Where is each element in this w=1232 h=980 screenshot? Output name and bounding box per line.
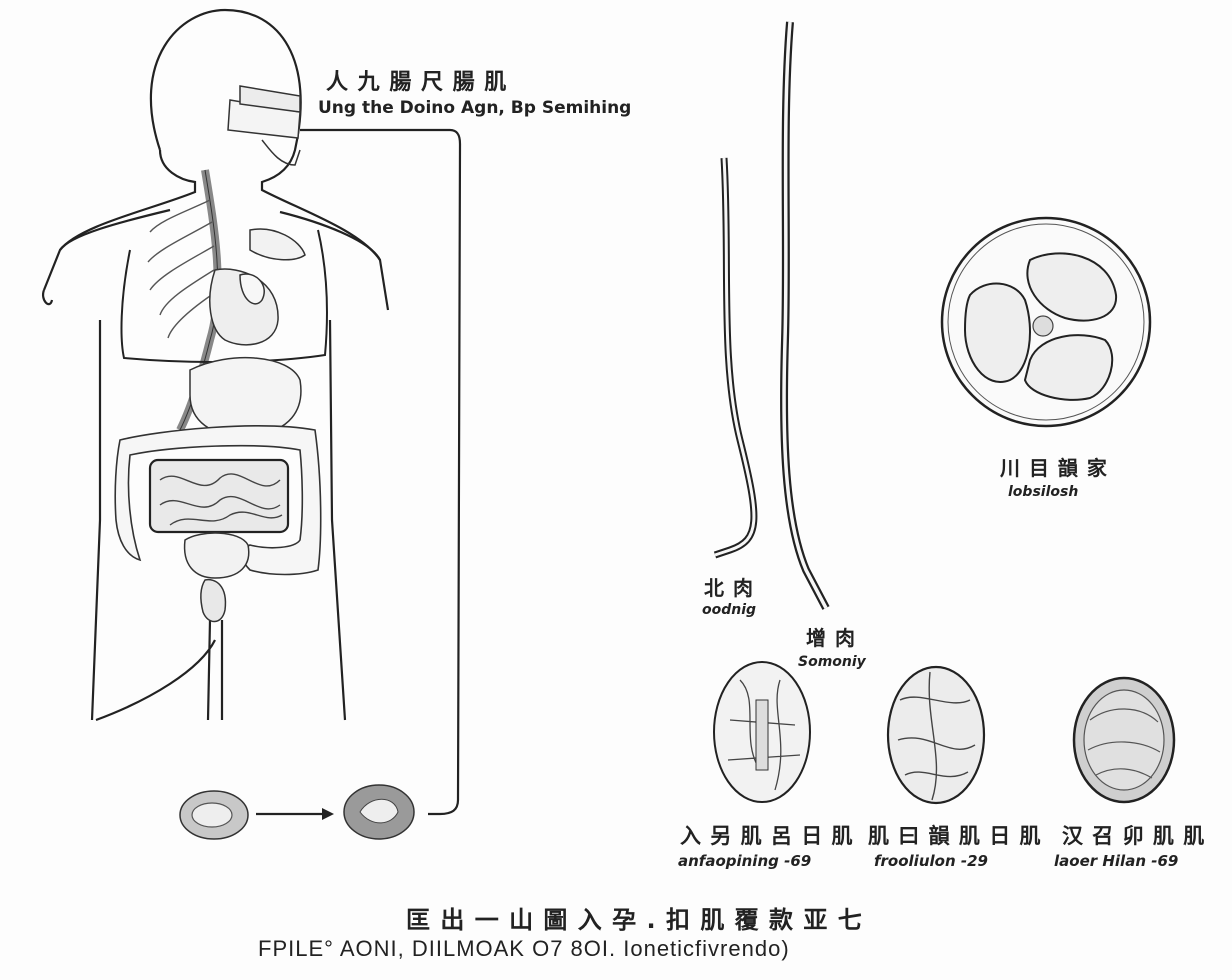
cell-2-cjk-label: 肌 曰 韻 肌 日 肌 [868, 824, 1042, 848]
shoulders [59, 208, 381, 261]
circle-sub-label: lobsilosh [1008, 484, 1079, 500]
connector-line [300, 128, 462, 816]
small-intestine [148, 458, 290, 534]
cell-3-sub-label: laoer Hilan -69 [1054, 852, 1179, 870]
cell-1-cjk-label: 入 另 肌 呂 日 肌 [680, 824, 854, 848]
circle-cells [940, 216, 1152, 428]
caption-cjk: 匡 出 一 山 圖 入 孕 . 扣 肌 覆 款 亚 七 [406, 906, 863, 934]
caption-sub: FPILE° AONI, DIILMOAK O7 8OI. Ioneticfiv… [258, 936, 790, 961]
organism-small-1 [179, 790, 249, 840]
header-sub-label: Ung the Doino Agn, Bp Semihing [318, 98, 632, 118]
lower-organs [183, 532, 250, 623]
upper-organs [209, 228, 306, 346]
rod-short [713, 157, 758, 559]
leg-line [95, 619, 224, 722]
cell-3 [1072, 676, 1176, 804]
circle-cjk-label: 川 目 韻 家 [1000, 456, 1108, 480]
arm-left [42, 289, 54, 306]
cell-2 [886, 665, 986, 805]
rod-short-cjk-label: 北 肉 [704, 576, 754, 600]
cell-3-cjk-label: 汉 召 卯 肌 肌 [1062, 824, 1206, 848]
cell-1 [713, 661, 811, 803]
rod-long [780, 21, 830, 610]
organism-small-2 [343, 784, 415, 840]
head-detail [227, 85, 301, 166]
rod-long-cjk-label: 增 肉 [806, 626, 856, 650]
header-cjk-label: 人 九 腸 尺 腸 肌 [326, 70, 508, 95]
cell-2-sub-label: frooliulon -29 [874, 852, 988, 870]
ribs [147, 199, 215, 339]
liver [189, 356, 302, 437]
arrow [256, 808, 334, 820]
rod-long-sub-label: Somoniy [798, 654, 866, 670]
cell-1-sub-label: anfaopining -69 [678, 852, 812, 870]
rod-short-sub-label: oodnig [702, 602, 757, 618]
large-intestine [114, 425, 322, 576]
